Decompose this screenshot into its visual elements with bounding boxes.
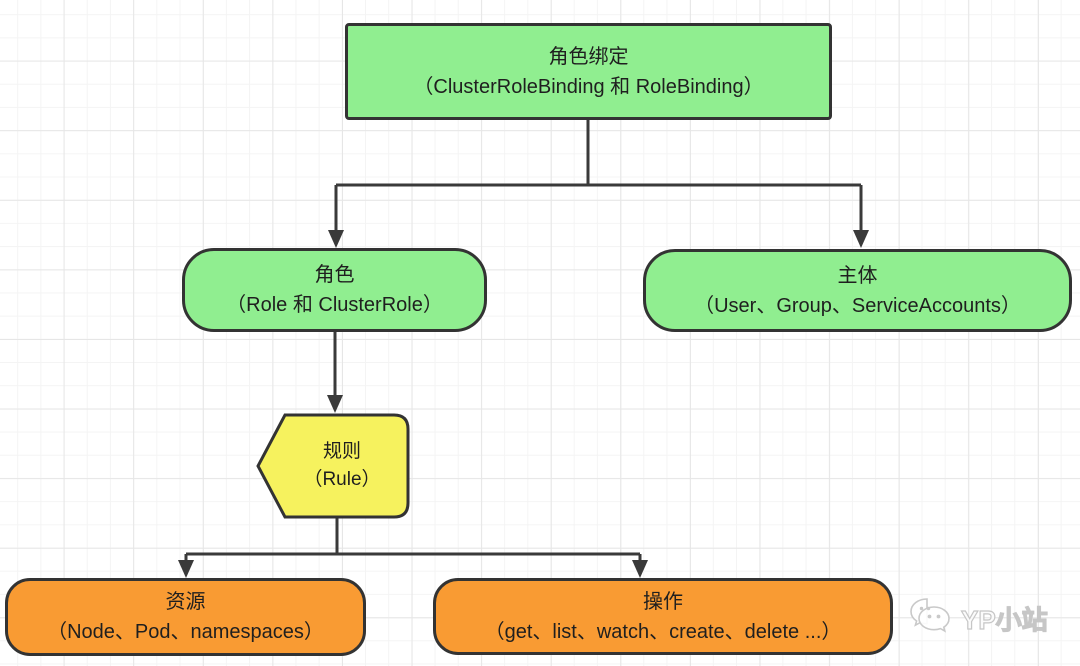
arrowhead-to-subject bbox=[853, 230, 869, 248]
node-role: 角色 （Role 和 ClusterRole） bbox=[182, 248, 487, 332]
node-role-binding-subtitle: （ClusterRoleBinding 和 RoleBinding） bbox=[413, 75, 764, 98]
node-subject-subtitle: （User、Group、ServiceAccounts） bbox=[694, 294, 1021, 317]
node-operation-title: 操作 bbox=[643, 590, 683, 613]
node-operation-subtitle: （get、list、watch、create、delete ...） bbox=[484, 620, 842, 643]
arrowhead-to-resource bbox=[178, 560, 194, 578]
node-resource-title: 资源 bbox=[165, 591, 206, 613]
node-subject: 主体 （User、Group、ServiceAccounts） bbox=[643, 249, 1072, 332]
arrowhead-to-role bbox=[328, 230, 344, 248]
watermark: YP小站 bbox=[905, 595, 1048, 641]
arrowhead-to-operation bbox=[632, 560, 648, 578]
wechat-icon bbox=[910, 598, 950, 633]
node-resource: 资源 （Node、Pod、namespaces） bbox=[5, 578, 366, 656]
node-role-binding: 角色绑定 （ClusterRoleBinding 和 RoleBinding） bbox=[345, 23, 832, 120]
arrowhead-to-rule bbox=[327, 395, 343, 413]
node-subject-title: 主体 bbox=[837, 264, 878, 287]
node-rule: 规则 （Rule） bbox=[272, 415, 412, 517]
node-rule-subtitle: （Rule） bbox=[303, 469, 381, 490]
watermark-text: YP小站 bbox=[960, 604, 1048, 635]
node-operation: 操作 （get、list、watch、create、delete ...） bbox=[433, 578, 893, 655]
node-role-binding-title: 角色绑定 bbox=[548, 45, 629, 68]
node-rule-title: 规则 bbox=[322, 440, 361, 462]
node-role-title: 角色 bbox=[314, 264, 355, 286]
node-role-subtitle: （Role 和 ClusterRole） bbox=[226, 294, 443, 316]
node-resource-subtitle: （Node、Pod、namespaces） bbox=[47, 621, 324, 643]
